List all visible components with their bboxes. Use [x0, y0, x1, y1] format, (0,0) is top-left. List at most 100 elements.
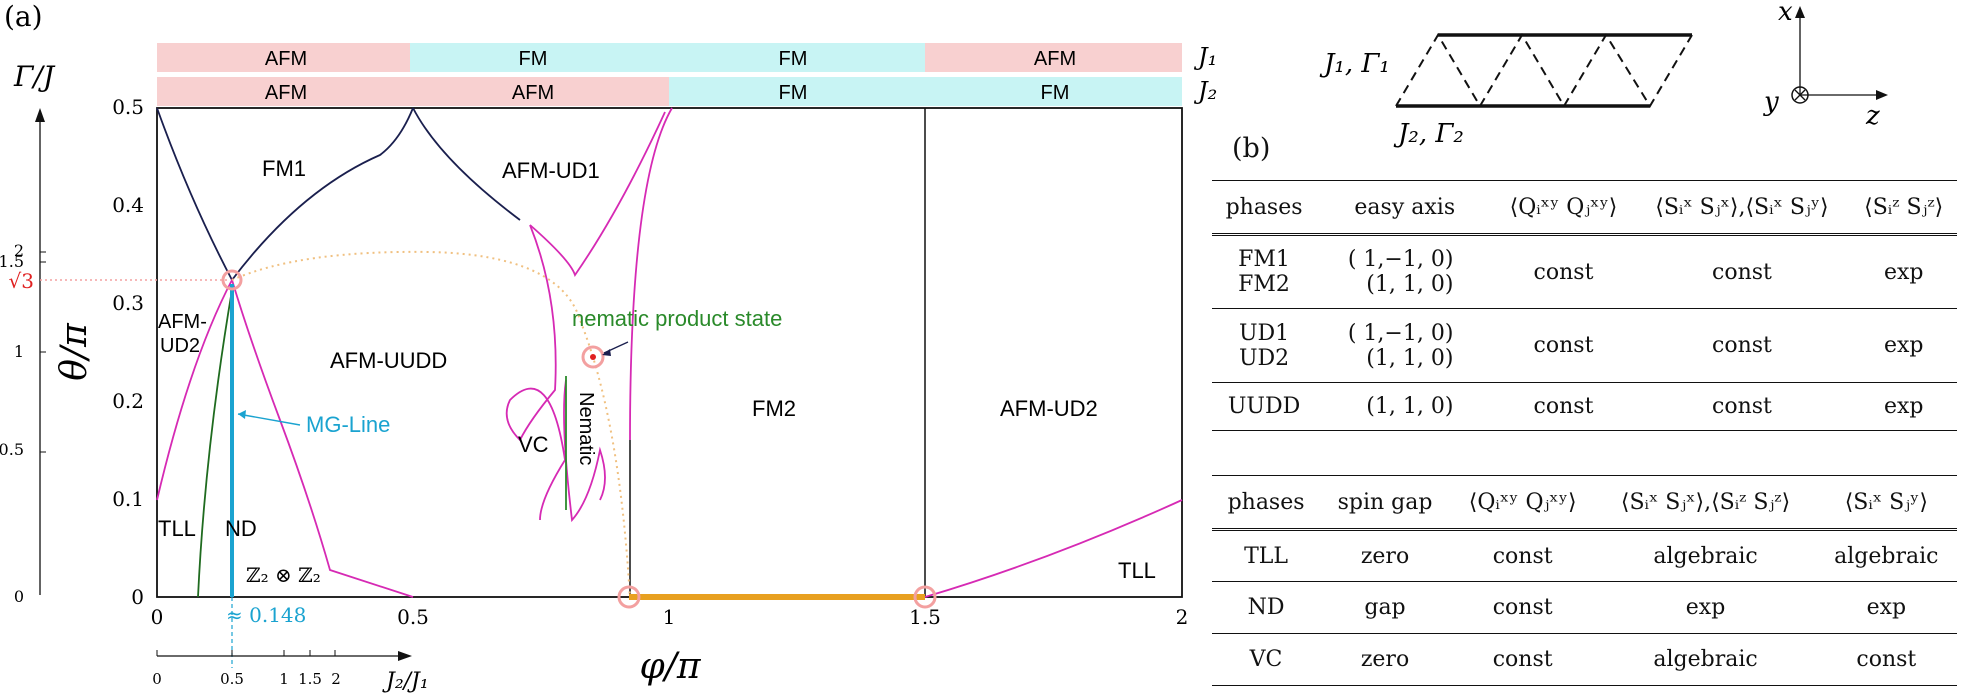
boundary-fm1-left: [156, 107, 233, 281]
y-tick-04: 0.4: [112, 193, 144, 217]
t2-h-q: ⟨Qᵢˣʸ Qⱼˣʸ⟩: [1449, 475, 1596, 531]
j2-bar-seg-1: [157, 77, 669, 106]
t1-r2-axis: ( 1,−1, 0)(1, 1, 0): [1316, 308, 1494, 383]
j2-bar-title: J₂: [1193, 77, 1217, 105]
t2-r3-s: algebraic: [1595, 633, 1816, 686]
spin-gap-table: phases spin gap ⟨Qᵢˣʸ Qⱼˣʸ⟩ ⟨Sᵢˣ Sⱼˣ⟩,⟨S…: [1212, 475, 1957, 686]
t2-r1-xy: algebraic: [1815, 529, 1957, 582]
t2-r1-s: algebraic: [1595, 529, 1816, 582]
x-tick-05: 0.5: [397, 605, 429, 629]
j1-bar-label-2: FM: [519, 48, 548, 70]
boundary-nematic-right: [629, 107, 673, 441]
t2-h-gap: spin gap: [1320, 475, 1450, 531]
t2-r3-phases: VC: [1212, 633, 1321, 686]
nematic-product-point: [581, 345, 605, 369]
phase-afm-uudd: AFM-UUDD: [330, 348, 447, 373]
t1-r1-z: exp: [1850, 234, 1957, 309]
gamma-tick-05: 0.5: [0, 440, 24, 459]
x-tick-0: 0: [151, 605, 164, 629]
x-tick-15: 1.5: [909, 605, 941, 629]
t2-h-xy: ⟨Sᵢˣ Sⱼʸ⟩: [1815, 475, 1957, 531]
x-tick-2: 2: [1176, 605, 1189, 629]
j1-bar-label-3: FM: [779, 48, 808, 70]
boundary-vc: [505, 224, 566, 521]
t2-r2-q: const: [1449, 581, 1596, 634]
gamma-tick-15: 1.5: [0, 252, 24, 271]
point-fm2-end: [913, 585, 937, 609]
j2j1-tick-15: 1.5: [298, 670, 322, 688]
t2-r1-q: const: [1449, 529, 1596, 582]
j2-bar-label-4: FM: [1041, 82, 1070, 104]
t1-r2-q: const: [1493, 308, 1634, 383]
j1-bar-seg-4: [925, 43, 1182, 72]
phase-afm-ud2-left-2: UD2: [160, 335, 200, 357]
mg-line-arrow: [237, 413, 301, 426]
gamma-axis: Γ/J 0 0.5 1 1.5 2 √3: [0, 60, 56, 606]
j2-bar-label-3: FM: [779, 82, 808, 104]
coordinate-axes: x y z: [1763, 0, 1888, 131]
t1-h-s: ⟨Sᵢˣ Sⱼˣ⟩,⟨Sᵢˣ Sⱼʸ⟩: [1633, 180, 1851, 236]
gamma-tick-2: 2: [14, 241, 24, 260]
j1-bar-seg-1: [157, 43, 410, 72]
phase-z2z2: ℤ₂ ⊗ ℤ₂: [246, 563, 321, 587]
j2-bar: AFM AFM FM FM J₂: [157, 77, 1217, 106]
axis-x-label: x: [1778, 0, 1793, 27]
t1-r3-axis: (1, 1, 0): [1316, 382, 1494, 431]
phase-afm-ud1: AFM-UD1: [502, 158, 600, 183]
t1-r1-axis: ( 1,−1, 0)(1, 1, 0): [1316, 234, 1494, 309]
phase-tll-right: TLL: [1118, 558, 1156, 583]
j1-bar: AFM FM FM AFM J₁: [157, 43, 1217, 72]
gamma-axis-label: Γ/J: [13, 60, 56, 93]
t1-r3-s: const: [1633, 382, 1851, 431]
y-tick-0: 0: [131, 585, 144, 609]
t2-r2-phases: ND: [1212, 581, 1321, 634]
phase-nd: ND: [225, 516, 257, 541]
j2-bar-seg-3: [669, 77, 1182, 106]
panel-b-label: (b): [1232, 133, 1271, 164]
easy-axis-table: phases easy axis ⟨Qᵢˣʸ Qⱼˣʸ⟩ ⟨Sᵢˣ Sⱼˣ⟩,⟨…: [1212, 180, 1957, 431]
boundary-uudd-left: [156, 277, 414, 598]
phase-fm2: FM2: [752, 396, 796, 421]
boundary-nematic-left: [563, 379, 606, 523]
nematic-product-state-label: nematic product state: [572, 306, 782, 331]
j2j1-tick-05: 0.5: [220, 670, 244, 688]
nematic-product-dot: [590, 354, 596, 360]
y-tick-01: 0.1: [112, 487, 144, 511]
j2j1-tick-1: 1: [279, 670, 289, 688]
axis-z-label: z: [1865, 101, 1880, 131]
y-tick-03: 0.3: [112, 291, 144, 315]
t2-r3-gap: zero: [1320, 633, 1450, 686]
t2-r3-q: const: [1449, 633, 1596, 686]
phase-tll-left: TLL: [158, 516, 196, 541]
x-axis-label: φ/π: [640, 646, 702, 687]
phase-afm-ud2-left-1: AFM-: [158, 311, 207, 333]
j2-bar-label-2: AFM: [512, 82, 554, 104]
y-tick-05: 0.5: [112, 95, 144, 119]
panel-b-tables: phases easy axis ⟨Qᵢˣʸ Qⱼˣʸ⟩ ⟨Sᵢˣ Sⱼˣ⟩,⟨…: [1212, 180, 1961, 686]
t2-r2-xy: exp: [1815, 581, 1957, 634]
j1-bar-label-1: AFM: [265, 48, 307, 70]
x-tick-1: 1: [663, 605, 676, 629]
lattice-label-bottom: J₂, Γ₂: [1393, 119, 1464, 149]
j2j1-tick-0: 0: [152, 670, 162, 688]
y-out-icon: [1791, 86, 1809, 104]
boundary-ud1-right: [529, 111, 666, 277]
panel-a-label: (a): [4, 0, 43, 33]
t2-r2-s: exp: [1595, 581, 1816, 634]
j2j1-axis-label: J₂/J₁: [382, 669, 429, 694]
y-tick-02: 0.2: [112, 389, 144, 413]
t1-r2-z: exp: [1850, 308, 1957, 383]
phase-fm1: FM1: [262, 156, 306, 181]
t2-h-s: ⟨Sᵢˣ Sⱼˣ⟩,⟨Sᵢᶻ Sⱼᶻ⟩: [1595, 475, 1816, 531]
mg-line-label: MG-Line: [306, 412, 390, 437]
plot-area: 0 0.1 0.2 0.3 0.4 0.5 0 0.5 1 1.5 2 φ/π: [40, 95, 1188, 687]
t1-h-z: ⟨Sᵢᶻ Sⱼᶻ⟩: [1850, 180, 1957, 236]
t2-r2-gap: gap: [1320, 581, 1450, 634]
boundary-tll-right: [924, 499, 1183, 598]
tricritical-point: [221, 269, 243, 291]
t1-r1-q: const: [1493, 234, 1634, 309]
y-axis-label: θ/π: [54, 322, 95, 381]
